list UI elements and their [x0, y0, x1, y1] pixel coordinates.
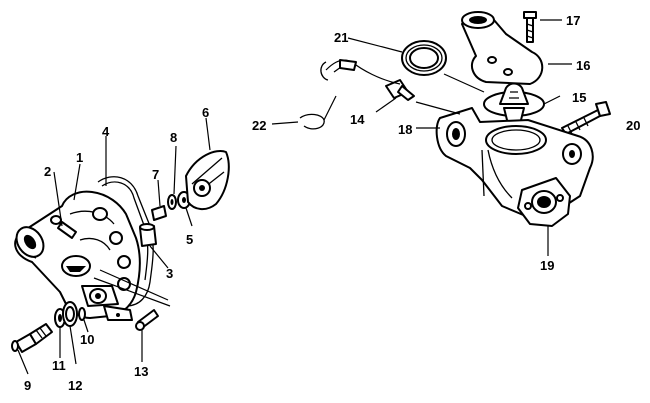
thermostat-15 — [483, 82, 545, 125]
callout-1: 1 — [76, 150, 83, 165]
wire-clip-22 — [299, 95, 337, 130]
callout-18: 18 — [398, 122, 412, 137]
bolt-17 — [523, 11, 537, 43]
callout-20: 20 — [626, 118, 640, 133]
callout-19: 19 — [540, 258, 554, 273]
washer-8 — [167, 194, 177, 210]
bolt-20 — [561, 101, 611, 135]
callout-8: 8 — [170, 130, 177, 145]
pump-gasket — [97, 176, 154, 307]
pump-housing — [14, 190, 141, 321]
callout-labels: 1 2 3 4 5 6 7 8 9 10 11 12 13 14 15 16 1… — [24, 13, 640, 393]
bolt-13 — [135, 309, 159, 331]
bolt-2 — [50, 215, 77, 239]
callout-3: 3 — [166, 266, 173, 281]
callout-6: 6 — [202, 105, 209, 120]
drain-plug-9 — [11, 323, 53, 353]
callout-16: 16 — [576, 58, 590, 73]
callout-15: 15 — [572, 90, 586, 105]
o-ring-12 — [62, 301, 78, 327]
outlet-flange-19 — [517, 177, 571, 227]
impeller-6 — [185, 150, 230, 210]
callout-17: 17 — [566, 13, 580, 28]
callout-5: 5 — [186, 232, 193, 247]
callout-11: 11 — [52, 358, 66, 373]
callout-2: 2 — [44, 164, 51, 179]
callout-4: 4 — [102, 124, 110, 139]
gasket-10 — [78, 307, 86, 321]
callout-21: 21 — [334, 30, 348, 45]
thermostat-cover-16 — [461, 11, 544, 85]
seal-ring-21 — [401, 40, 447, 76]
seal-3 — [139, 223, 157, 247]
callout-7: 7 — [152, 167, 159, 182]
callout-10: 10 — [80, 332, 94, 347]
callout-12: 12 — [68, 378, 82, 393]
callout-14: 14 — [350, 112, 365, 127]
temperature-sensor-14 — [320, 59, 415, 101]
leader-lines — [17, 19, 572, 375]
callout-9: 9 — [24, 378, 31, 393]
callout-13: 13 — [134, 364, 148, 379]
bolt-7 — [151, 205, 167, 221]
callout-22: 22 — [252, 118, 266, 133]
